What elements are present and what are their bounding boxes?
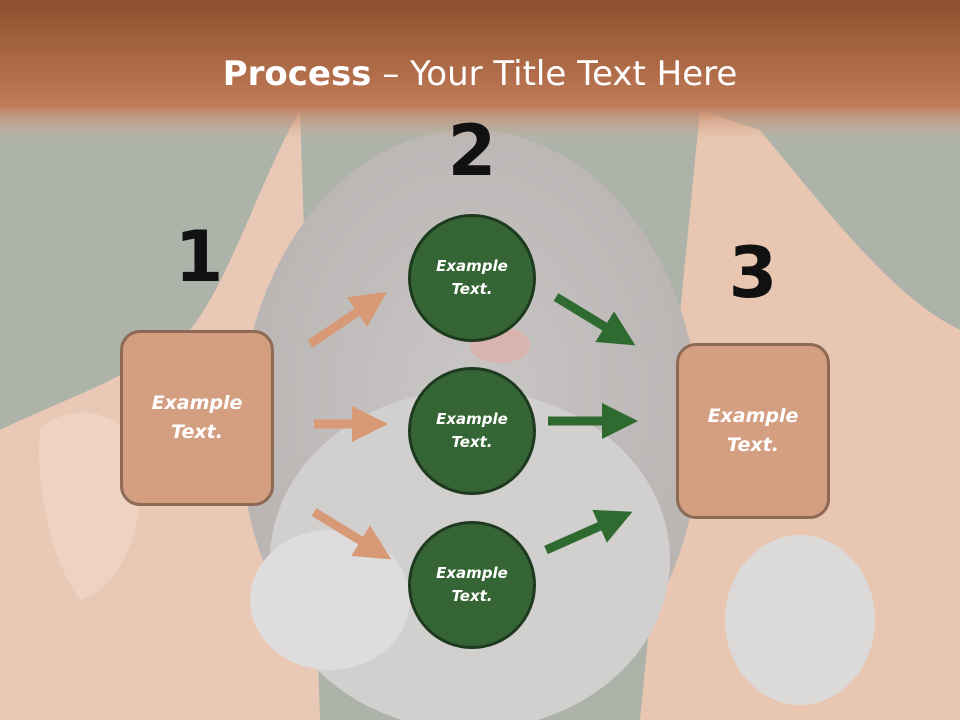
step-3-text: Example Text. xyxy=(707,405,799,456)
step-3-box: Example Text. xyxy=(676,343,830,519)
arrow-1-to-2c xyxy=(311,508,392,560)
arrow-2a-to-3 xyxy=(553,293,636,346)
step-number-1: 1 xyxy=(174,216,224,298)
step-1-text: Example Text. xyxy=(151,392,243,443)
slide-title: Process – Your Title Text Here xyxy=(0,52,960,96)
step-number-2: 2 xyxy=(447,110,497,192)
arrow-2c-to-3 xyxy=(544,509,633,555)
step-2-circle-middle-text: Example Text. xyxy=(436,410,508,451)
title-bold: Process xyxy=(222,54,372,94)
step-2-circle-top-text: Example Text. xyxy=(436,257,508,298)
arrow-1-to-2a xyxy=(307,291,387,348)
step-2-circle-bottom: Example Text. xyxy=(408,521,536,649)
step-2-circle-middle: Example Text. xyxy=(408,367,536,495)
step-2-circle-bottom-text: Example Text. xyxy=(436,564,508,605)
step-number-3: 3 xyxy=(728,232,778,314)
step-1-box: Example Text. xyxy=(120,330,274,506)
step-2-circle-top: Example Text. xyxy=(408,214,536,342)
title-rest: – Your Title Text Here xyxy=(371,54,738,94)
